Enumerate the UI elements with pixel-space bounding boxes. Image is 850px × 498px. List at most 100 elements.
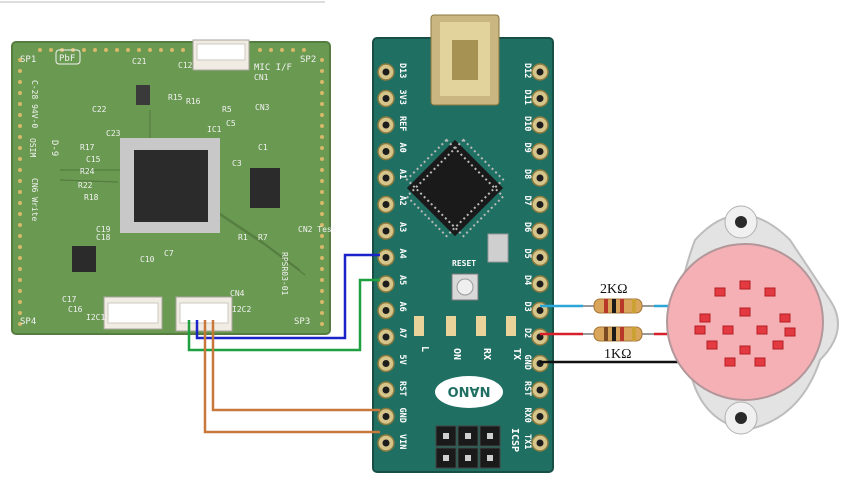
led-dot	[764, 287, 776, 297]
pin-label: A7	[397, 328, 407, 338]
pbf-badge: PbF	[55, 49, 81, 65]
pin-a2[interactable]	[377, 195, 395, 214]
pin-gnd[interactable]	[377, 407, 395, 426]
pin-ref[interactable]	[377, 116, 395, 134]
pin-gnd[interactable]	[531, 354, 549, 373]
ic1-label: IC1	[207, 125, 222, 134]
pin-label: D13	[397, 63, 407, 78]
pin-label: D2	[522, 328, 532, 338]
pin-d11[interactable]	[531, 89, 549, 108]
wire-orange-vin	[203, 320, 380, 434]
component-label: C22	[92, 105, 107, 114]
pin-label: A0	[397, 143, 407, 153]
pin-rst[interactable]	[531, 381, 549, 399]
component-label: R15	[168, 93, 183, 102]
led-dot	[739, 345, 751, 355]
pin-label: 3V3	[397, 90, 407, 105]
component-label: R5	[222, 105, 232, 114]
pin-label: D12	[522, 63, 532, 78]
pin-rx0[interactable]	[531, 407, 549, 426]
led-dot	[754, 357, 766, 367]
pin-label: D6	[522, 222, 532, 232]
pin-rst[interactable]	[377, 381, 395, 399]
wire-blue	[195, 253, 380, 340]
pin-label: D3	[522, 302, 532, 312]
icsp-label: ICSP	[509, 428, 520, 452]
mic-if-label: MIC I/F	[254, 63, 292, 73]
pin-label: D5	[522, 249, 532, 259]
pin-5v[interactable]	[377, 354, 395, 373]
pin-d7[interactable]	[531, 195, 549, 214]
pin-a0[interactable]	[377, 142, 395, 161]
component-label: C17	[62, 295, 77, 304]
pin-label: D11	[522, 90, 532, 105]
i2c2-label: I2C2	[232, 305, 251, 314]
pin-d2[interactable]	[531, 328, 549, 346]
pin-tx1[interactable]	[531, 434, 549, 452]
pin-label: A6	[397, 302, 407, 312]
mic-connector-cn1	[192, 39, 250, 71]
sp2-label: SP2	[300, 55, 316, 65]
pin-d4[interactable]	[531, 275, 549, 293]
rgb-led-module	[666, 205, 839, 435]
component-label: C5	[226, 119, 236, 128]
pin-a5[interactable]	[377, 275, 395, 293]
pin-d10[interactable]	[531, 116, 549, 134]
pin-label: A3	[397, 222, 407, 232]
l-led	[414, 316, 424, 336]
led-dot	[714, 287, 726, 297]
component-label: C1	[258, 143, 268, 152]
led-dot	[694, 325, 706, 335]
component-label: R16	[186, 97, 201, 106]
resistor-1k	[583, 326, 654, 342]
component-label: C19	[96, 225, 111, 234]
pin-label: D8	[522, 169, 532, 179]
pin-a7[interactable]	[377, 328, 395, 346]
pin-label: VIN	[397, 434, 407, 449]
pin-a6[interactable]	[377, 301, 395, 320]
pin-label: 5V	[397, 355, 407, 365]
component-label: C18	[96, 233, 111, 242]
reset-button[interactable]	[451, 273, 479, 301]
pin-label: RST	[522, 381, 532, 396]
pin-label: D7	[522, 196, 532, 206]
d9-label: D-9	[49, 140, 59, 156]
pin-d5[interactable]	[531, 248, 549, 267]
component-label: C3	[232, 159, 242, 168]
pin-label: D9	[522, 143, 532, 153]
cn1-label: CN1	[254, 73, 269, 82]
component-label: C15	[86, 155, 101, 164]
pin-a4[interactable]	[377, 248, 395, 267]
pin-d6[interactable]	[531, 222, 549, 240]
pin-a3[interactable]	[377, 222, 395, 240]
cn4-label: CN4	[230, 289, 245, 298]
i2c1-connector	[103, 296, 163, 330]
component-label: R24	[80, 167, 95, 176]
led-dot	[724, 357, 736, 367]
atmega328p-chip	[405, 138, 505, 238]
component-label: C12	[178, 61, 193, 70]
pin-label: GND	[397, 408, 407, 423]
pin-d12[interactable]	[531, 63, 549, 81]
usb-connector	[430, 14, 500, 106]
pin-a1[interactable]	[377, 169, 395, 187]
component-label: R22	[78, 181, 93, 190]
component-label: R7	[258, 233, 268, 242]
pin-label: D10	[522, 116, 532, 131]
component-label: C16	[68, 305, 83, 314]
reset-label: RESET	[452, 259, 476, 268]
pin-d8[interactable]	[531, 169, 549, 187]
wire-orange-gnd	[211, 320, 380, 412]
pin-3v3[interactable]	[377, 89, 395, 108]
led-dot	[779, 313, 791, 323]
led-dot	[772, 340, 784, 350]
component-label: C10	[140, 255, 155, 264]
pin-d9[interactable]	[531, 142, 549, 161]
pin-vin[interactable]	[377, 434, 395, 452]
led-dot	[739, 307, 751, 317]
cn3-label: CN3	[255, 103, 270, 112]
led-dot	[699, 313, 711, 323]
pin-d13[interactable]	[377, 63, 395, 81]
cn2-label: CN2 Test	[298, 225, 337, 234]
